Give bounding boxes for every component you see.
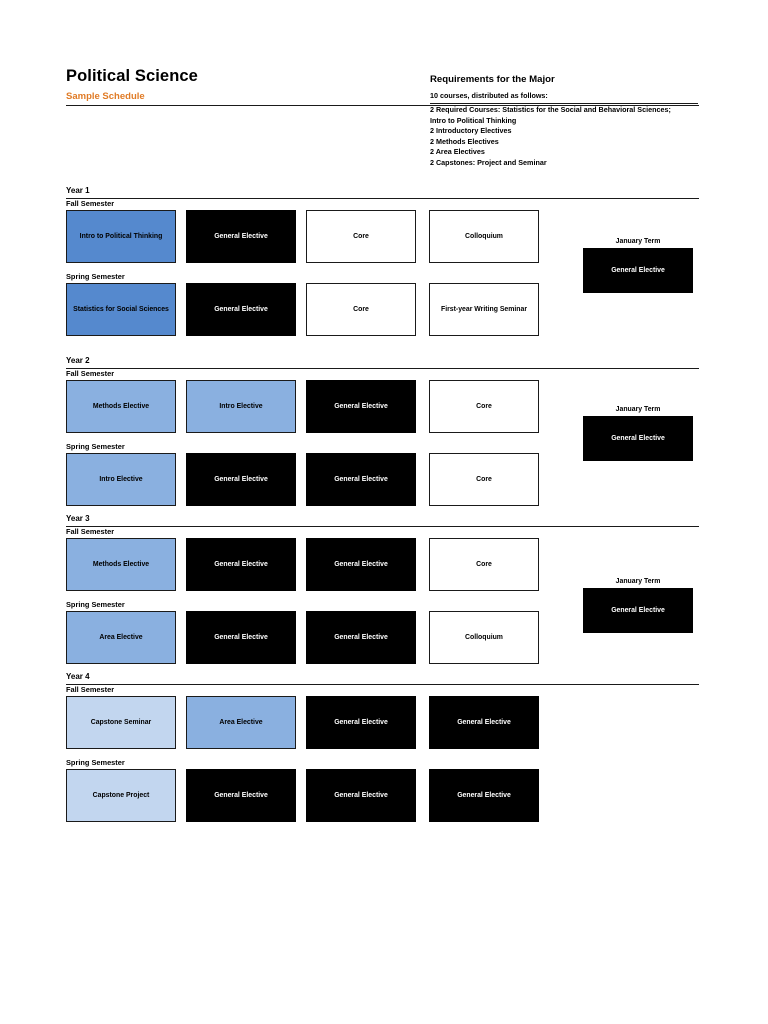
semester-label-spring: Spring Semester xyxy=(66,758,125,767)
page-subtitle: Sample Schedule xyxy=(66,91,145,102)
course-box[interactable]: Core xyxy=(429,453,539,506)
requirements-line: 2 Introductory Electives xyxy=(430,126,512,136)
year-label: Year 2 xyxy=(66,356,90,365)
requirements-lead: 10 courses, distributed as follows: xyxy=(430,91,548,100)
january-term-course-box[interactable]: General Elective xyxy=(583,588,693,633)
january-term-label: January Term xyxy=(615,238,661,245)
year-divider xyxy=(66,368,699,369)
requirements-line: 2 Area Electives xyxy=(430,147,485,157)
semester-label-spring: Spring Semester xyxy=(66,272,125,281)
course-box[interactable]: Methods Elective xyxy=(66,380,176,433)
course-box[interactable]: General Elective xyxy=(186,283,296,336)
course-box[interactable]: General Elective xyxy=(186,538,296,591)
course-box[interactable]: Intro to Political Thinking xyxy=(66,210,176,263)
january-term-label: January Term xyxy=(615,578,661,585)
requirements-divider xyxy=(430,103,698,104)
requirements-line: Intro to Political Thinking xyxy=(430,115,517,125)
year-label: Year 4 xyxy=(66,672,90,681)
year-label: Year 3 xyxy=(66,514,90,523)
course-box[interactable]: General Elective xyxy=(186,611,296,664)
course-box[interactable]: Intro Elective xyxy=(66,453,176,506)
course-box[interactable]: General Elective xyxy=(306,380,416,433)
semester-label-fall: Fall Semester xyxy=(66,685,115,694)
course-box[interactable]: Area Elective xyxy=(66,611,176,664)
january-term-label: January Term xyxy=(615,406,661,413)
year-divider xyxy=(66,198,699,199)
requirements-line: 2 Methods Electives xyxy=(430,136,499,146)
course-box[interactable]: Core xyxy=(306,283,416,336)
semester-label-fall: Fall Semester xyxy=(66,369,115,378)
requirements-line: 2 Required Courses: Statistics for the S… xyxy=(430,105,671,114)
course-box[interactable]: General Elective xyxy=(186,453,296,506)
course-box[interactable]: General Elective xyxy=(186,769,296,822)
semester-label-spring: Spring Semester xyxy=(66,600,125,609)
semester-label-fall: Fall Semester xyxy=(66,199,115,208)
course-box[interactable]: Colloquium xyxy=(429,611,539,664)
january-term-course-box[interactable]: General Elective xyxy=(583,416,693,461)
course-box[interactable]: General Elective xyxy=(306,696,416,749)
requirements-list: 2 Required Courses: Statistics for the S… xyxy=(430,105,720,169)
course-box[interactable]: Core xyxy=(429,538,539,591)
course-box[interactable]: Statistics for Social Sciences xyxy=(66,283,176,336)
course-box[interactable]: Intro Elective xyxy=(186,380,296,433)
course-box[interactable]: General Elective xyxy=(306,611,416,664)
course-box[interactable]: Methods Elective xyxy=(66,538,176,591)
title-divider xyxy=(66,105,699,106)
course-box[interactable]: Core xyxy=(306,210,416,263)
page-title: Political Science xyxy=(66,67,198,85)
course-box[interactable]: Capstone Project xyxy=(66,769,176,822)
semester-label-fall: Fall Semester xyxy=(66,527,115,536)
course-box[interactable]: First-year Writing Seminar xyxy=(429,283,539,336)
january-term-course-box[interactable]: General Elective xyxy=(583,248,693,293)
course-box[interactable]: Area Elective xyxy=(186,696,296,749)
course-box[interactable]: Capstone Seminar xyxy=(66,696,176,749)
course-box[interactable]: General Elective xyxy=(429,769,539,822)
requirements-title: Requirements for the Major xyxy=(430,74,555,85)
course-box[interactable]: Core xyxy=(429,380,539,433)
year-divider xyxy=(66,684,699,685)
course-box[interactable]: General Elective xyxy=(306,538,416,591)
course-box[interactable]: General Elective xyxy=(306,453,416,506)
course-box[interactable]: Colloquium xyxy=(429,210,539,263)
semester-label-spring: Spring Semester xyxy=(66,442,125,451)
course-box[interactable]: General Elective xyxy=(186,210,296,263)
year-label: Year 1 xyxy=(66,186,90,195)
year-divider xyxy=(66,526,699,527)
requirements-line: 2 Capstones: Project and Seminar xyxy=(430,157,547,167)
course-box[interactable]: General Elective xyxy=(306,769,416,822)
course-box[interactable]: General Elective xyxy=(429,696,539,749)
